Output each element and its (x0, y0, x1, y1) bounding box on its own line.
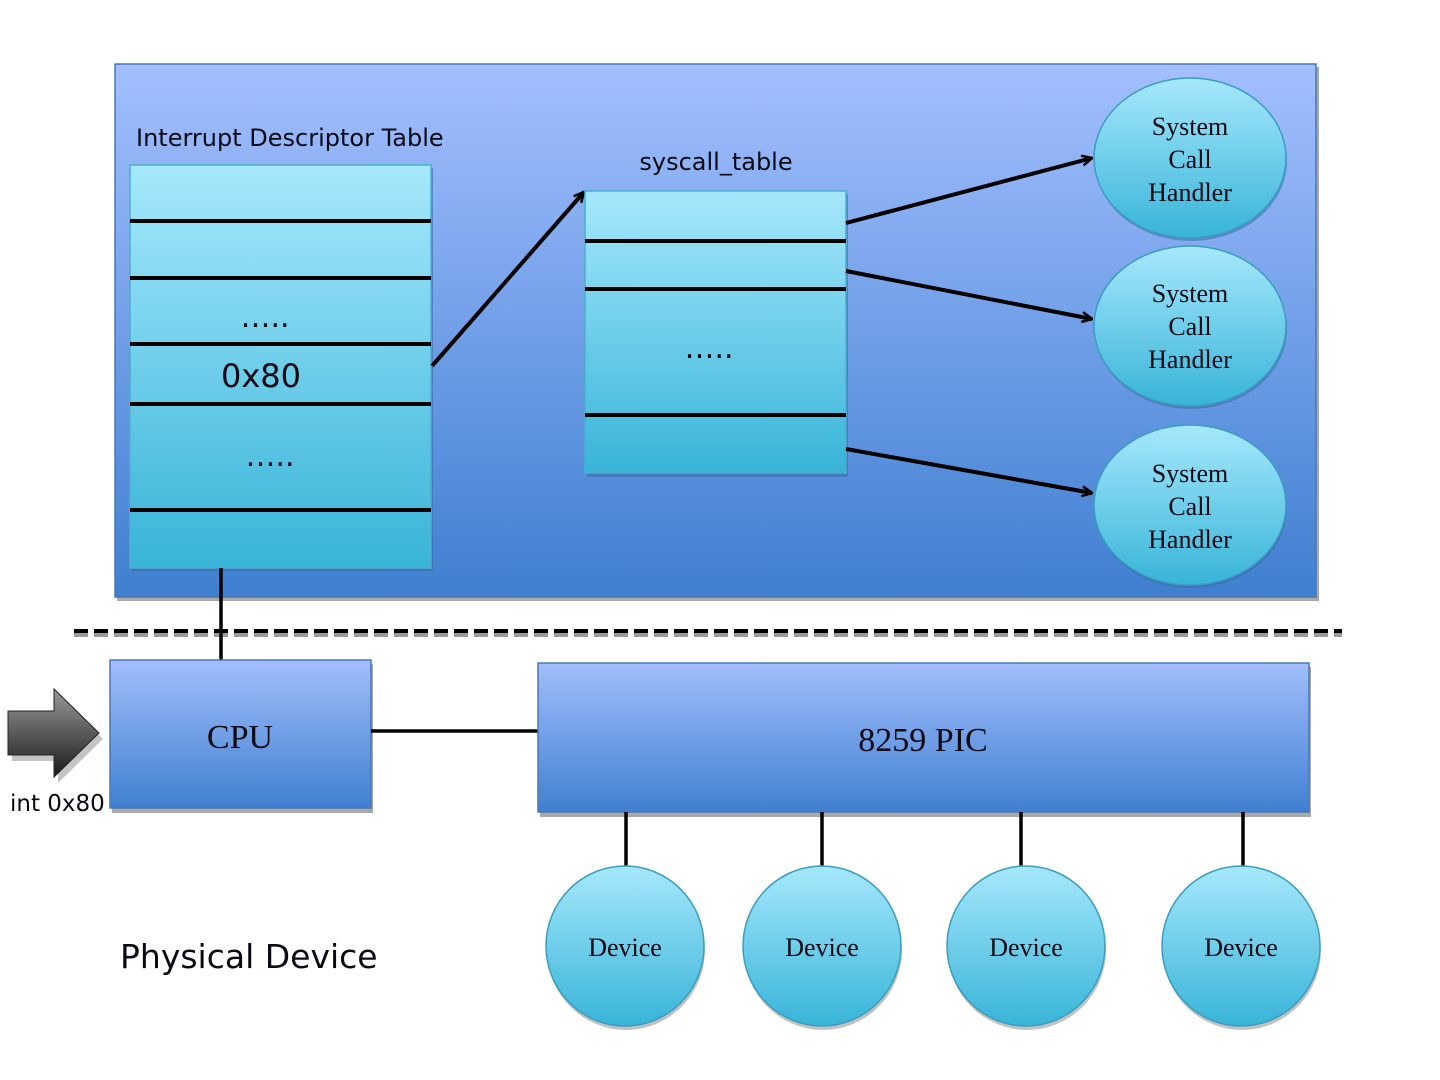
syscall-table-body (584, 190, 847, 474)
handler-label-line: System (1152, 279, 1229, 308)
handler-label-line: System (1152, 112, 1229, 141)
idt-table: ….. 0x80 ….. (129, 164, 433, 571)
system-call-handler: System Call Handler (1093, 77, 1287, 241)
idt-entry-0x80: 0x80 (221, 357, 301, 395)
device-node: Device (946, 865, 1106, 1030)
syscall-to-handler-2-arrow (845, 269, 1092, 319)
syscall-ellipsis: ….. (684, 331, 733, 366)
cpu-box (109, 659, 372, 809)
system-call-handler: System Call Handler (1093, 245, 1287, 409)
handler-label-line: Handler (1148, 178, 1232, 207)
pic-box (537, 662, 1310, 813)
syscall-to-handler-1-arrow (845, 158, 1092, 225)
syscall-table: ….. (584, 190, 848, 477)
syscall-table-title: syscall_table (639, 148, 792, 176)
device-label: Device (785, 933, 859, 962)
handler-label-line: Call (1168, 312, 1211, 341)
device-node: Device (742, 865, 902, 1030)
idt-title: Interrupt Descriptor Table (136, 124, 444, 152)
pic-label: 8259 PIC (858, 722, 987, 759)
device-label: Device (588, 933, 662, 962)
handler-label-line: Call (1168, 145, 1211, 174)
handler-label-line: Handler (1148, 525, 1232, 554)
system-call-handler: System Call Handler (1093, 424, 1287, 588)
handler-label-line: System (1152, 459, 1229, 488)
handler-label-line: Handler (1148, 345, 1232, 374)
device-label: Device (989, 933, 1063, 962)
idt-to-syscall-arrow (430, 192, 584, 368)
physical-device-label: Physical Device (120, 937, 378, 976)
device-node: Device (545, 865, 705, 1030)
syscall-to-handler-3-arrow (845, 447, 1092, 493)
idt-table-body (129, 164, 432, 569)
device-node: Device (1161, 865, 1321, 1030)
device-label: Device (1204, 933, 1278, 962)
interrupt-arrow-icon (7, 687, 100, 779)
idt-ellipsis-lower: ….. (245, 439, 294, 474)
idt-ellipsis-upper: ….. (240, 300, 289, 335)
cpu-label: CPU (207, 719, 273, 756)
handler-label-line: Call (1168, 492, 1211, 521)
interrupt-label: int 0x80 (10, 791, 105, 817)
